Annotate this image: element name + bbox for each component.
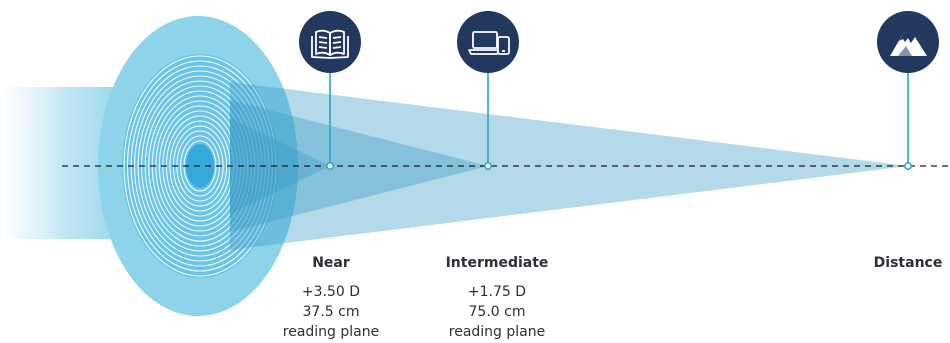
intermediate-distance: 75.0 cm <box>468 304 526 320</box>
near-distance: 37.5 cm <box>302 304 360 320</box>
near-badge <box>299 11 361 73</box>
book-icon <box>311 29 349 59</box>
distance-focal-point <box>904 162 912 170</box>
laptop-tablet-icon <box>468 31 510 55</box>
near-name: Near <box>312 255 350 271</box>
distance-badge <box>877 11 939 73</box>
distance-label-group: Distance <box>874 254 943 272</box>
intermediate-power: +1.75 D <box>467 284 527 300</box>
intermediate-label-group: Intermediate +1.75 D 75.0 cm reading pla… <box>446 254 549 342</box>
distance-name: Distance <box>873 255 943 271</box>
intermediate-badge <box>457 11 519 73</box>
beam-near <box>230 118 330 214</box>
intermediate-focal-point <box>484 162 492 170</box>
near-power: +3.50 D <box>301 284 361 300</box>
intermediate-name: Intermediate <box>445 255 549 271</box>
near-plane: reading plane <box>282 324 380 340</box>
near-label-group: Near +3.50 D 37.5 cm reading plane <box>283 254 379 342</box>
intermediate-plane: reading plane <box>448 324 546 340</box>
near-focal-point <box>326 162 334 170</box>
mountain-icon <box>890 32 927 56</box>
